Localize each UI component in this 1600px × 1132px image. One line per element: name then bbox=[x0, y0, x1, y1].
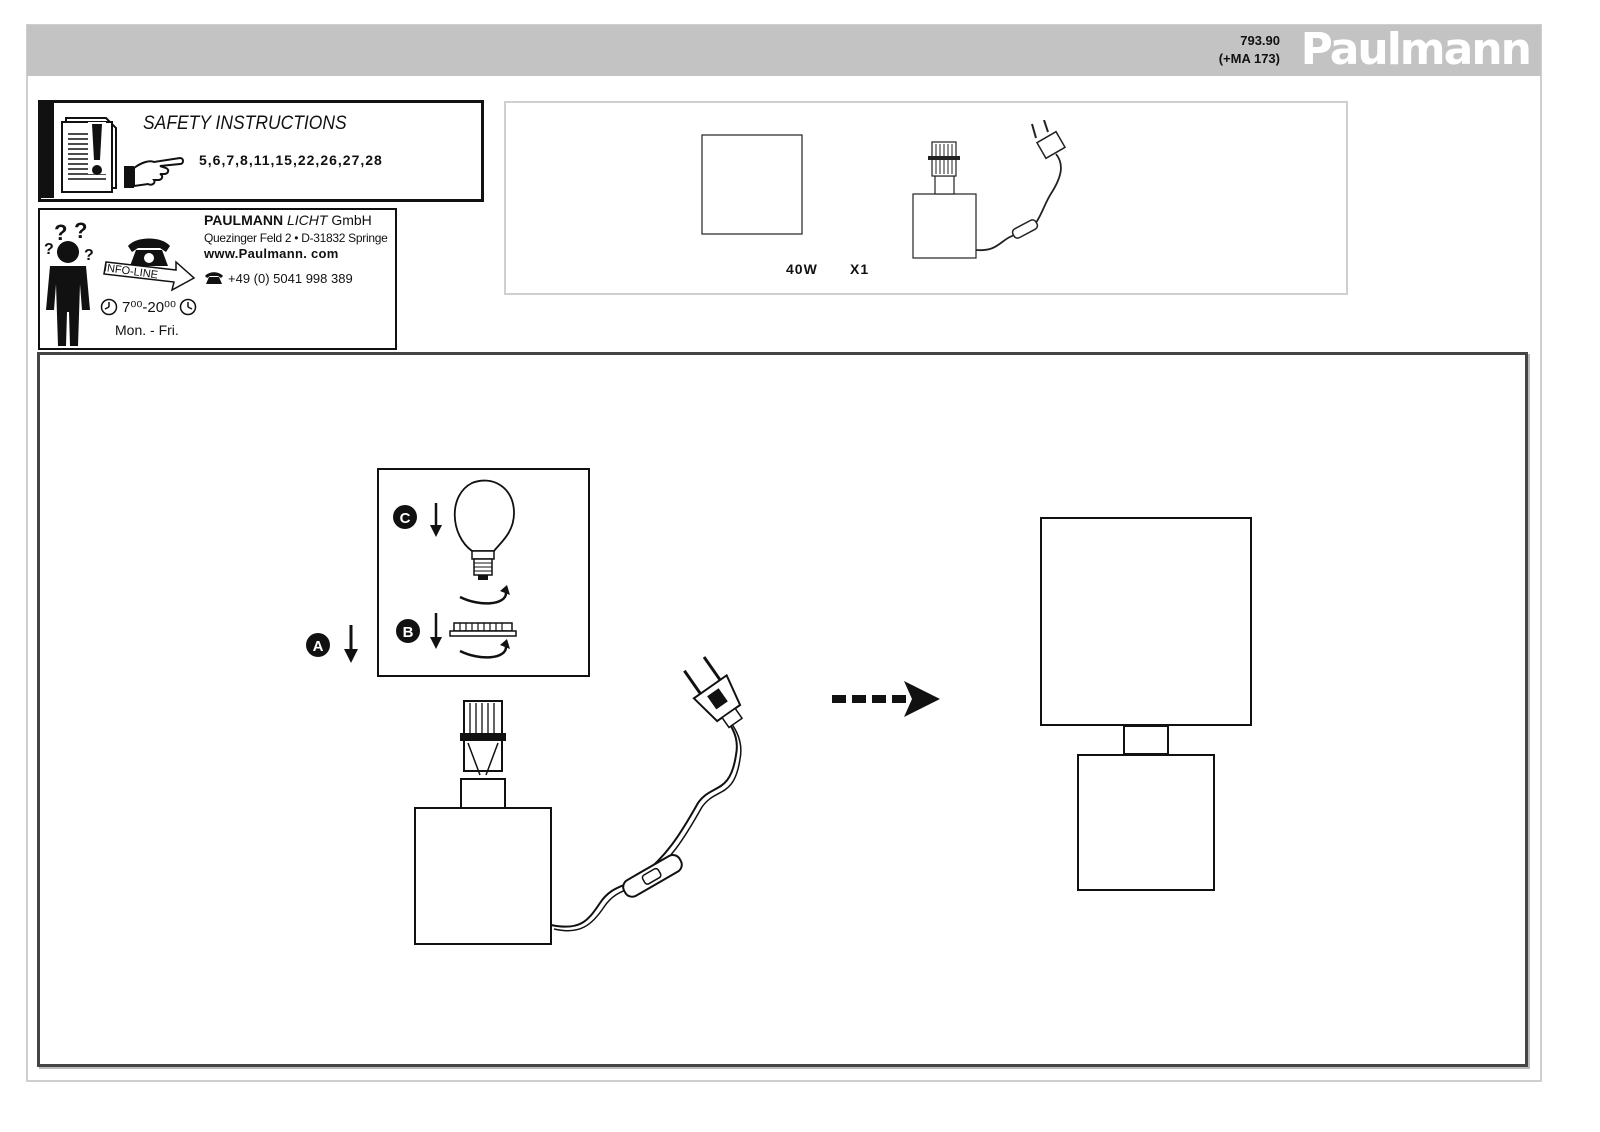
svg-text:?: ? bbox=[84, 247, 94, 264]
assembly-diagram: A C B bbox=[306, 468, 1252, 945]
assembled-lamp bbox=[1040, 517, 1252, 891]
brand-logo: Paulmann bbox=[1300, 24, 1532, 75]
down-arrow-icon bbox=[430, 503, 442, 537]
clock-icon bbox=[179, 298, 197, 316]
plug-icon bbox=[1031, 120, 1067, 160]
safety-side-strip bbox=[40, 102, 54, 198]
svg-text:?: ? bbox=[74, 218, 87, 243]
plug-icon bbox=[683, 656, 744, 729]
bulb-wattage: 40W bbox=[786, 261, 818, 277]
down-arrow-icon bbox=[344, 625, 358, 663]
switch-icon bbox=[1011, 219, 1039, 239]
shade-icon bbox=[1040, 517, 1252, 726]
step-a-label: A bbox=[313, 638, 324, 655]
pointing-hand-icon bbox=[124, 156, 184, 188]
person-question-icon: ? ? ? ? bbox=[44, 218, 94, 346]
info-line-box bbox=[38, 208, 397, 350]
step-b-marker bbox=[396, 619, 420, 643]
assembly-panel bbox=[37, 352, 1528, 1067]
company-address: Quezinger Feld 2 • D-31832 Springe bbox=[204, 231, 388, 245]
header-bar bbox=[27, 25, 1541, 76]
ring-nut-icon bbox=[449, 622, 517, 637]
cable-icon bbox=[975, 153, 1062, 251]
lamp-base-icon bbox=[1077, 754, 1215, 891]
company-name: PAULMANN LICHT GmbH bbox=[204, 212, 372, 228]
document-warning-icon bbox=[61, 117, 117, 193]
step-b-label: B bbox=[403, 624, 414, 641]
lamp-base-icon bbox=[912, 141, 977, 259]
lamp-base-icon bbox=[414, 700, 552, 945]
opening-days: Mon. - Fri. bbox=[115, 322, 179, 338]
company-website: www.Paulmann. com bbox=[204, 246, 339, 261]
svg-text:?: ? bbox=[44, 241, 54, 258]
step-c-marker bbox=[393, 505, 417, 529]
telephone-icon bbox=[205, 272, 223, 284]
arrow-right-icon bbox=[103, 260, 196, 292]
accessory-code: (+MA 173) bbox=[1218, 51, 1280, 66]
parts-list-box bbox=[504, 101, 1348, 295]
step-c-label: C bbox=[400, 510, 411, 527]
shade-icon bbox=[701, 134, 803, 235]
down-arrow-icon bbox=[430, 613, 442, 649]
company-phone: +49 (0) 5041 998 389 bbox=[228, 271, 353, 286]
telephone-icon bbox=[128, 238, 170, 266]
switch-icon bbox=[622, 853, 683, 898]
dashed-arrow-icon bbox=[832, 681, 940, 717]
step-a-marker bbox=[306, 633, 330, 657]
svg-text:?: ? bbox=[54, 220, 67, 245]
safety-title: SAFETY INSTRUCTIONS bbox=[143, 113, 347, 134]
parts-illustration bbox=[701, 120, 1067, 259]
cable-icon bbox=[550, 706, 738, 928]
bulb-icon bbox=[453, 479, 515, 580]
safety-side-label: SAFETY INSTRUCTIONS bbox=[15, 102, 24, 196]
opening-hours: 7⁰⁰-20⁰⁰ bbox=[122, 299, 177, 316]
safety-instructions-box bbox=[38, 100, 484, 202]
rotate-arrow-icon bbox=[459, 639, 510, 659]
rotate-arrow-icon bbox=[459, 585, 510, 605]
quantity-label: X1 bbox=[850, 261, 870, 277]
article-number: 793.90 bbox=[1240, 33, 1280, 48]
clock-icon bbox=[100, 298, 118, 316]
safety-numbers: 5,6,7,8,11,15,22,26,27,28 bbox=[199, 152, 383, 168]
